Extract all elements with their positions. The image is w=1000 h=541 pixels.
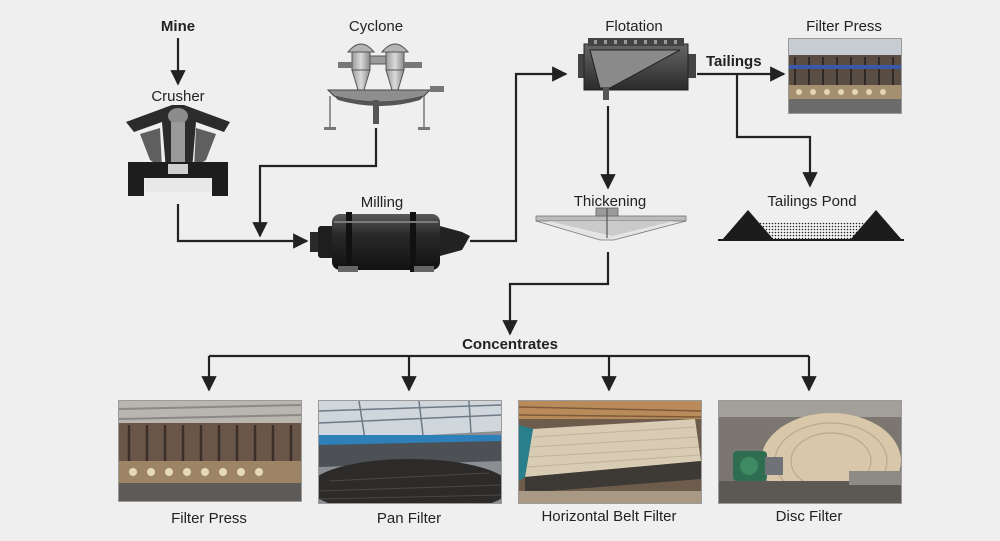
arrow-thickening-to-concentrates [502,252,610,336]
tailings-label: Tailings [706,53,762,70]
flow-connectors [170,38,818,392]
horizontal-belt-filter-photo [518,400,702,504]
thickening-label: Thickening [573,193,647,210]
filter-press-top-label: Filter Press [806,18,882,35]
pan-filter-label: Pan Filter [376,510,442,527]
flotation-cell-icon [578,38,696,100]
ball-mill-icon [310,212,470,272]
pan-filter-photo [318,400,502,504]
arrow-milling-to-flotation [470,66,568,243]
filter-press-label: Filter Press [171,510,247,527]
tailings-pond-icon [718,210,904,241]
cyclone-icon [324,43,444,130]
disc-filter-label: Disc Filter [775,508,843,525]
arrow-cyclone-to-milling [252,128,378,238]
arrow-crusher-to-milling [176,204,309,249]
tailings-pond-label: Tailings Pond [767,193,857,210]
thickener-icon [535,207,687,241]
arrow-tailings-to-pond [735,74,818,188]
filter-press-photo [118,400,302,502]
horizontal-belt-filter-label: Horizontal Belt Filter [541,508,677,525]
mine-label: Mine [160,18,196,35]
crusher-label: Crusher [151,88,205,105]
cyclone-label: Cyclone [348,18,404,35]
crusher-icon [126,105,230,196]
concentrates-label: Concentrates [462,336,558,353]
flotation-label: Flotation [605,18,663,35]
disc-filter-photo [718,400,902,504]
filter-press-top-photo [788,38,902,114]
milling-label: Milling [360,194,404,211]
